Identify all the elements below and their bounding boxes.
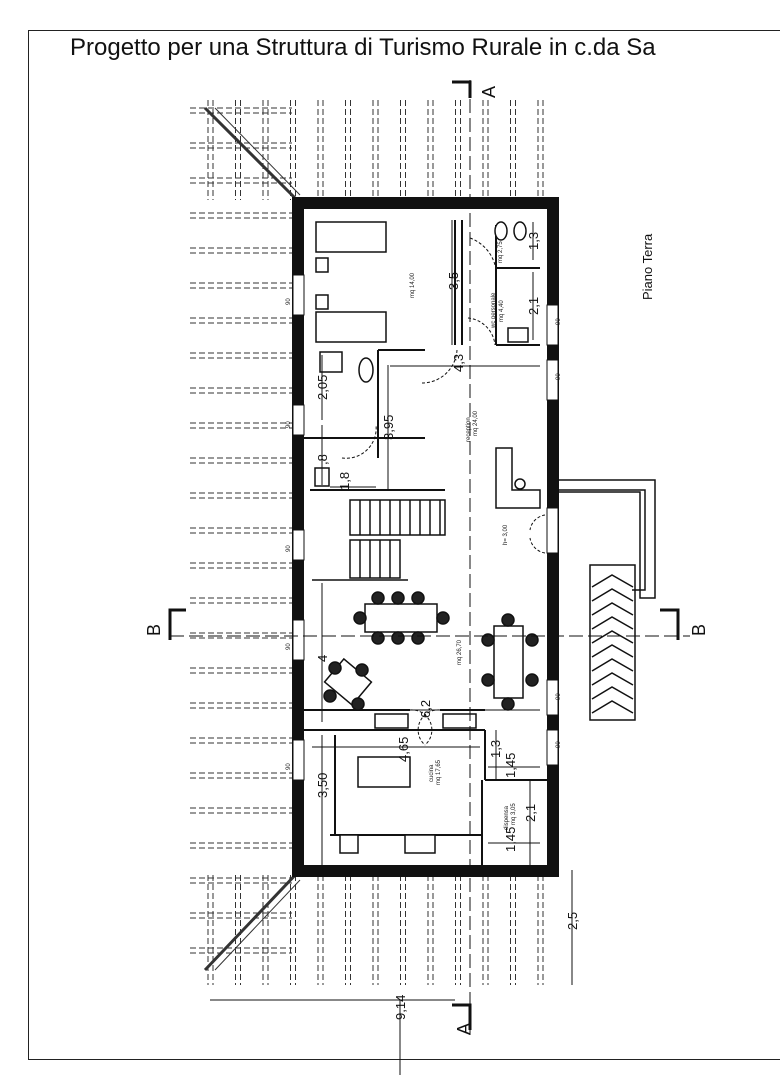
hip-line (203, 106, 302, 205)
section-b-left-label: B (144, 624, 164, 636)
ceiling-height: h= 3,00 (503, 524, 509, 545)
hip-line (203, 868, 302, 972)
ramp-chevron (591, 658, 634, 672)
chair (501, 697, 515, 711)
wc-name: wc personale (491, 292, 497, 329)
svg-text:4,65: 4,65 (396, 737, 411, 762)
bath-area: mq 2,75 (498, 241, 504, 263)
ramp-chevron (591, 644, 634, 658)
svg-text:2,1: 2,1 (523, 804, 538, 822)
pantry-area: mq 3,05 (511, 803, 517, 825)
chair (525, 633, 539, 647)
section-b-right-label: B (689, 624, 709, 636)
window-mark: 90 (286, 545, 292, 552)
reception-name: reception (466, 417, 472, 442)
room-labels: mq 14,00 wc personale mq 4,40 mq 2,75 re… (410, 241, 517, 830)
ramp-chevron (591, 672, 634, 686)
chair (481, 673, 495, 687)
chair (436, 611, 450, 625)
building-walls (292, 197, 559, 877)
dimension-lines (210, 220, 573, 1075)
svg-text:3,5: 3,5 (446, 272, 461, 290)
window-mark: 90 (556, 318, 562, 325)
chair (525, 673, 539, 687)
svg-text:6,2: 6,2 (418, 700, 433, 718)
svg-text:9,14: 9,14 (393, 995, 408, 1020)
ramp-chevron (591, 686, 634, 700)
stair-flight (349, 539, 401, 579)
chair (411, 631, 425, 645)
chair (371, 591, 385, 605)
window-mark: 90 (556, 693, 562, 700)
ramp-chevron (591, 574, 634, 588)
ramp-chevron (591, 616, 634, 630)
section-a-top-label: A (479, 86, 499, 98)
roof-structure (190, 100, 544, 985)
ramp-chevron (591, 630, 634, 644)
furniture (312, 221, 541, 854)
ramp-chevron (591, 700, 634, 714)
svg-text:1,3: 1,3 (526, 232, 541, 250)
pantry-name: dispensa (504, 805, 510, 830)
wc-area: mq 4,40 (499, 300, 505, 322)
chair (411, 591, 425, 605)
section-lines (168, 80, 690, 1035)
svg-text:1,45: 1,45 (503, 827, 518, 852)
chair (391, 591, 405, 605)
dimension-labels: 3,5 1,3 2,1 4,3 2,05 3,95 ,8 1,8 4 6,2 4… (315, 232, 580, 1020)
window-marks: 90 90 90 90 90 90 90 90 90 (286, 298, 562, 770)
floor-label: Piano Terra (640, 233, 655, 300)
drawing-frame (28, 30, 780, 1060)
drawing-title: Progetto per una Struttura di Turismo Ru… (70, 34, 656, 61)
bedroom-area: mq 14,00 (410, 272, 416, 298)
kitchen-area: mq 17,65 (436, 759, 442, 785)
chair (481, 633, 495, 647)
hip-line (214, 107, 301, 196)
svg-text:1,45: 1,45 (503, 753, 518, 778)
window-mark: 90 (286, 421, 292, 428)
chair (353, 611, 367, 625)
window-mark: 90 (286, 298, 292, 305)
chair (328, 661, 342, 675)
window-mark: 90 (286, 643, 292, 650)
kitchen-name: cucina (429, 764, 435, 782)
chair (323, 689, 337, 703)
chair (501, 613, 515, 627)
window-mark: 90 (286, 763, 292, 770)
ramp-chevron (591, 602, 634, 616)
section-a-bottom-label: A (454, 1023, 474, 1035)
svg-text:2,05: 2,05 (315, 375, 330, 400)
svg-text:2,1: 2,1 (526, 297, 541, 315)
svg-text:4: 4 (315, 655, 330, 662)
svg-text:1,8: 1,8 (337, 472, 352, 490)
svg-text:1,3: 1,3 (488, 740, 503, 758)
chair (391, 631, 405, 645)
window-mark: 90 (556, 373, 562, 380)
chair (355, 663, 369, 677)
entrance-porch (558, 479, 656, 721)
stair-flight (349, 499, 446, 536)
window-mark: 90 (556, 741, 562, 748)
reception-area: mq 24,00 (473, 410, 479, 436)
ramp-chevron (591, 588, 634, 602)
hip-line (214, 879, 301, 971)
svg-text:,8: ,8 (315, 454, 330, 465)
chair (351, 697, 365, 711)
svg-text:3,50: 3,50 (315, 773, 330, 798)
chair (371, 631, 385, 645)
svg-text:4,3: 4,3 (451, 354, 466, 372)
svg-text:2,5: 2,5 (565, 912, 580, 930)
dining-area: mq 26,70 (457, 639, 463, 665)
svg-text:3,95: 3,95 (381, 415, 396, 440)
